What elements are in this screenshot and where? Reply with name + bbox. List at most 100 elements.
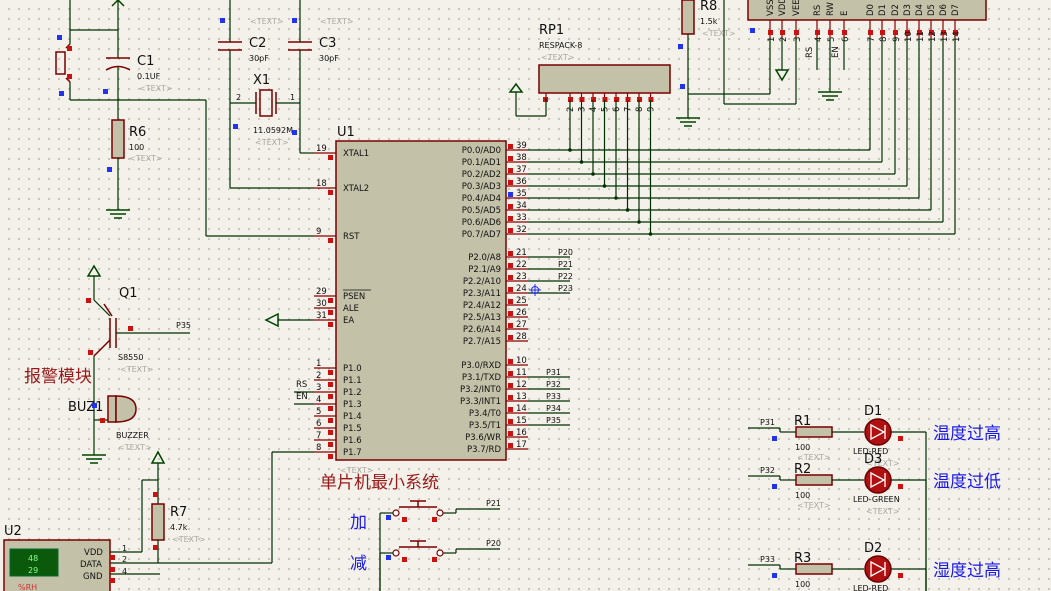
- u1-pin-name: P0.1/AD1: [462, 158, 501, 168]
- u1-pin-num: 17: [516, 440, 527, 450]
- u1-pin-name: P3.2/INT0: [460, 385, 501, 395]
- u1-pin-name: EA: [343, 316, 354, 326]
- sensor-section: R7 4.7k <TEXT> U2 48 29 %RH VDD DATA GND…: [3, 450, 314, 591]
- net-en: EN: [296, 392, 308, 402]
- q1-value: S8550: [118, 353, 143, 362]
- push-button-2[interactable]: P20: [379, 539, 501, 591]
- lcd-pin-name: D5: [927, 4, 937, 16]
- led-resistor-placeholder: <TEXT>: [797, 501, 831, 510]
- u1-pin-num: 18: [316, 179, 327, 189]
- cursor-crosshair: [529, 284, 541, 296]
- u1-pin-num: 10: [516, 356, 527, 366]
- u1-pin-name: P0.2/AD2: [462, 170, 501, 180]
- net-label: P20: [558, 248, 573, 257]
- led-resistor-ref: R3: [794, 551, 811, 566]
- u1-pin-name: XTAL2: [343, 184, 369, 194]
- r6-value: 100: [129, 143, 144, 152]
- q1-text-placeholder: <TEXT>: [120, 365, 154, 374]
- u2-ref: U2: [4, 524, 22, 539]
- lcd-pin-num: 10: [904, 31, 914, 42]
- u1-pin-name: P1.4: [343, 412, 362, 422]
- net-label: P21: [558, 260, 573, 269]
- led-type: LED-RED: [853, 584, 888, 591]
- u1-pin-num: 7: [316, 431, 321, 441]
- u1-pin-name: P1.7: [343, 448, 362, 458]
- r8-text-placeholder: <TEXT>: [702, 29, 736, 38]
- alarm-module: Q1 S8550 <TEXT> P35 报警模块 BUZ1 BUZZER <TE…: [24, 264, 191, 464]
- led-resistor-value: 100: [795, 580, 810, 589]
- u1-pin-num: 14: [516, 404, 527, 414]
- net-label: P35: [546, 416, 561, 425]
- rp1-pin-num: 3: [578, 107, 588, 112]
- u1-text-placeholder: <TEXT>: [340, 466, 374, 475]
- u1-pin-num: 28: [516, 332, 527, 342]
- ea-power-arrow: [264, 312, 314, 328]
- c2-value: 30pF: [249, 54, 269, 63]
- lcd-pin-num: 8: [879, 37, 889, 42]
- u2-display-temp: 29: [28, 566, 38, 575]
- u1-pin-num: 37: [516, 165, 527, 175]
- u1-pin-num: 32: [516, 225, 527, 235]
- q1-ref: Q1: [119, 286, 138, 301]
- mcu-system-label: 单片机最小系统: [320, 473, 439, 493]
- plus-button-label: 加: [350, 513, 367, 533]
- lcd-pin-num: 1: [767, 37, 777, 42]
- u1-pin-num: 1: [316, 359, 321, 369]
- u1-pin-num: 29: [316, 287, 327, 297]
- led-resistor-value: 100: [795, 443, 810, 452]
- r7-value: 4.7k: [170, 523, 188, 532]
- c1-ref: C1: [137, 54, 154, 69]
- c1-value: 0.1UF: [137, 72, 161, 81]
- c3-value: 30pF: [319, 54, 339, 63]
- led-ref: D1: [864, 404, 882, 419]
- u1-pin-name: P3.5/T1: [469, 421, 501, 431]
- u1-pin-name: P2.7/A15: [463, 337, 501, 347]
- u1-pin-name: P3.0/RXD: [461, 361, 501, 371]
- net-label: P34: [546, 404, 561, 413]
- svg-text:GND: GND: [83, 572, 103, 582]
- net-label: P31: [546, 368, 561, 377]
- u1-pin-name: P2.1/A9: [468, 265, 501, 275]
- r8-value: 1.5k: [700, 17, 718, 26]
- u1-pin-name: P2.4/A12: [463, 301, 501, 311]
- led-ref: D2: [864, 541, 882, 556]
- lcd-pin-num: 13: [940, 31, 950, 42]
- lcd-pin-name: D1: [878, 4, 888, 16]
- lcd-pin-num: 11: [916, 31, 926, 42]
- u1-pin-name: P3.6/WR: [465, 433, 501, 443]
- u1-pin-num: 26: [516, 308, 527, 318]
- u1-pin-num: 12: [516, 380, 527, 390]
- u1-pin-num: 34: [516, 201, 527, 211]
- c3-text-placeholder: <TEXT>: [320, 17, 354, 26]
- u1-pin-num: 23: [516, 272, 527, 282]
- net-label: P23: [558, 284, 573, 293]
- u1-pin-num: 11: [516, 368, 527, 378]
- led-status-label: 湿度过高: [933, 561, 1001, 581]
- svg-text:4: 4: [122, 567, 127, 576]
- led-type: LED-GREEN: [853, 495, 900, 504]
- x1-ref: X1: [253, 73, 270, 88]
- lcd-pin-name: D4: [915, 4, 925, 16]
- alarm-module-label: 报警模块: [24, 367, 92, 387]
- rp1-pin-num: 5: [601, 107, 611, 112]
- svg-text:DATA: DATA: [80, 560, 102, 570]
- u1-pin-name: P2.0/A8: [468, 253, 501, 263]
- u1-pin-num: 21: [516, 248, 527, 258]
- minus-button-label: 减: [350, 554, 367, 574]
- u1-pin-name: P3.3/INT1: [460, 397, 501, 407]
- push-button-1[interactable]: P21: [379, 499, 501, 591]
- r6-ref: R6: [129, 125, 146, 140]
- c2-text-placeholder: <TEXT>: [250, 17, 284, 26]
- rp1-text-placeholder: <TEXT>: [541, 53, 575, 62]
- buz1-text-placeholder: <TEXT>: [118, 443, 152, 452]
- svg-text:EN: EN: [831, 46, 841, 58]
- lcd-pin-name: VDD: [778, 0, 788, 16]
- lcd-pin-num: 2: [779, 37, 789, 42]
- led-status-label: 温度过高: [933, 424, 1001, 444]
- lcd-pin-name: RS: [813, 5, 823, 16]
